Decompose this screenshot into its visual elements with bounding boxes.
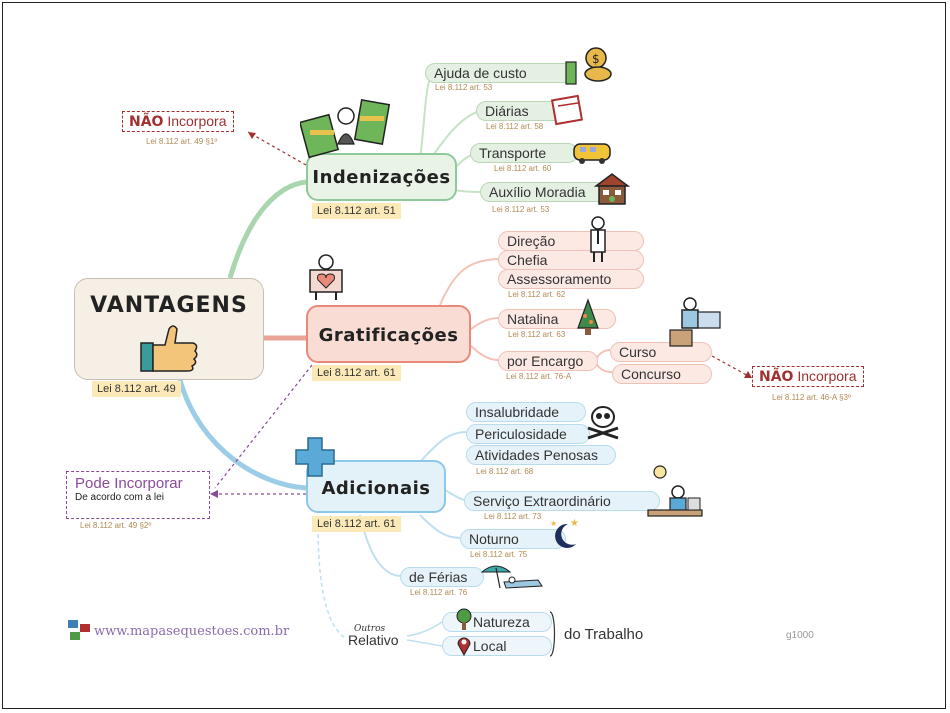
beach-umbrella-icon bbox=[480, 565, 543, 589]
calendar-icon bbox=[550, 94, 584, 126]
adicionais-group1-law: Lei 8.112 art. 68 bbox=[476, 467, 534, 476]
site-logo-icon bbox=[68, 620, 90, 640]
footer-code: g1000 bbox=[786, 630, 814, 641]
nao-law-2: Lei 8.112 art. 46-A §3º bbox=[772, 393, 851, 402]
leaf-periculosidade: Periculosidade bbox=[466, 424, 590, 444]
leaf-por-encargo: por Encargo bbox=[498, 351, 598, 371]
tree-icon bbox=[456, 608, 472, 630]
relativo-label: Relativo bbox=[348, 632, 399, 648]
leaf-atividades-penosas: Atividades Penosas bbox=[466, 445, 616, 465]
executive-person-icon bbox=[590, 216, 606, 262]
leaf-de-ferias: de Férias bbox=[400, 567, 484, 587]
leaf-auxilio-moradia: Auxílio Moradia bbox=[480, 182, 606, 202]
person-heart-sign-icon bbox=[309, 254, 343, 300]
group1-law: Lei 8.112 art. 62 bbox=[508, 290, 566, 299]
leaf-servico-extraordinario: Serviço Extraordinário bbox=[464, 491, 660, 511]
svg-text:★: ★ bbox=[550, 519, 557, 528]
map-pin-icon bbox=[457, 637, 471, 656]
noturno-law: Lei 8.112 art. 75 bbox=[470, 550, 528, 559]
skull-crossbones-icon bbox=[587, 406, 619, 440]
leaf-transporte-law: Lei 8.112 art. 60 bbox=[494, 164, 552, 173]
christmas-tree-icon bbox=[577, 298, 599, 335]
leaf-direcao: Direção bbox=[498, 231, 644, 251]
leaf-assessoramento: Assessoramento bbox=[498, 269, 644, 289]
root-title: VANTAGENS bbox=[90, 293, 248, 318]
house-icon bbox=[594, 173, 630, 205]
office-worker-clock-icon bbox=[647, 465, 703, 517]
leaf-ajuda-law: Lei 8.112 art. 53 bbox=[435, 83, 493, 92]
pode-law: Lei 8.112 art. 49 §2º bbox=[80, 521, 152, 530]
nao-rest: Incorpora bbox=[167, 113, 227, 129]
footer-site[interactable]: www.mapasequestoes.com.br bbox=[94, 624, 290, 639]
root-law: Lei 8.112 art. 49 bbox=[92, 381, 181, 397]
svg-text:★: ★ bbox=[570, 518, 579, 529]
pode-title: Pode Incorporar bbox=[75, 475, 183, 492]
servico-law: Lei 8.112 art. 73 bbox=[484, 512, 542, 521]
nao-rest-2: Incorpora bbox=[797, 368, 857, 384]
moon-stars-icon: ★ ★ bbox=[550, 518, 579, 548]
leaf-curso: Curso bbox=[610, 342, 712, 362]
category-gratificacoes-title: Gratificações bbox=[318, 325, 459, 346]
indenizacoes-law: Lei 8.112 art. 51 bbox=[312, 203, 401, 219]
nao-strong-2: NÃO bbox=[759, 369, 794, 385]
money-stacks-icon bbox=[300, 99, 391, 159]
thumbs-up-icon bbox=[140, 325, 198, 372]
plus-sign-icon bbox=[295, 437, 335, 477]
leaf-concurso: Concurso bbox=[612, 364, 712, 384]
category-adicionais-title: Adicionais bbox=[321, 478, 431, 499]
leaf-insalubridade: Insalubridade bbox=[466, 402, 586, 422]
leaf-diarias: Diárias bbox=[476, 101, 566, 121]
category-indenizacoes: Indenizações bbox=[306, 153, 457, 201]
leaf-noturno: Noturno bbox=[460, 529, 566, 549]
nao-strong: NÃO bbox=[129, 114, 164, 130]
category-adicionais: Adicionais bbox=[306, 460, 446, 513]
leaf-chefia: Chefia bbox=[498, 250, 644, 270]
teacher-board-icon bbox=[669, 297, 721, 347]
ferias-law: Lei 8.112 art. 76 bbox=[410, 588, 468, 597]
encargo-law: Lei 8.112 art. 76-A bbox=[506, 372, 572, 381]
category-indenizacoes-title: Indenizações bbox=[312, 167, 451, 188]
gratificacoes-nao-incorpora: NÃO Incorpora bbox=[752, 366, 864, 387]
leaf-moradia-law: Lei 8.112 art. 53 bbox=[492, 205, 550, 214]
gratificacoes-law: Lei 8.112 art. 61 bbox=[312, 365, 401, 381]
natalina-law: Lei 8.112 art. 63 bbox=[508, 330, 566, 339]
leaf-diarias-law: Lei 8.112 art. 58 bbox=[486, 122, 544, 131]
category-gratificacoes: Gratificações bbox=[306, 305, 471, 363]
pode-incorporar-box: Pode Incorporar De acordo com a lei bbox=[66, 471, 210, 519]
svg-text:$: $ bbox=[592, 52, 600, 66]
pode-subtitle: De acordo com a lei bbox=[75, 492, 164, 503]
root-node-vantagens: VANTAGENS bbox=[74, 278, 264, 380]
leaf-ajuda-de-custo: Ajuda de custo bbox=[425, 63, 573, 83]
adicionais-law: Lei 8.112 art. 61 bbox=[312, 516, 401, 532]
bus-icon bbox=[573, 143, 611, 164]
nao-law: Lei 8.112 art. 49 §1º bbox=[146, 137, 218, 146]
indenizacoes-nao-incorpora: NÃO Incorpora bbox=[122, 111, 234, 132]
leaf-transporte: Transporte bbox=[470, 143, 578, 163]
do-trabalho-label: do Trabalho bbox=[564, 626, 644, 643]
money-bag-hand-icon: $ bbox=[565, 47, 612, 85]
outros-label: Outros bbox=[354, 624, 386, 634]
